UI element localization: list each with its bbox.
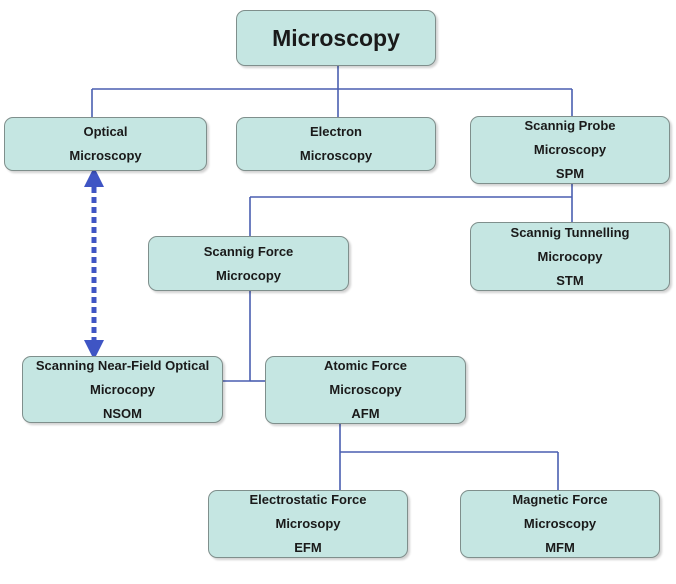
node-electron-line-2: Microscopy	[299, 148, 373, 163]
node-efm-line-2: Microsopy	[275, 516, 341, 531]
node-efm-line-3: EFM	[294, 540, 322, 555]
node-spm-line-2: Microscopy	[533, 142, 607, 157]
node-optical-line-1: Optical	[83, 124, 128, 139]
node-electron-microscopy: Electron Microscopy	[236, 117, 436, 171]
node-stm-line-2: Microcopy	[537, 248, 603, 264]
node-spm-line-3: SPM	[555, 166, 585, 181]
node-sfm-line-2: Microcopy	[215, 267, 281, 283]
node-efm-line-1: Electrostatic Force	[249, 492, 367, 507]
node-optical-line-2: Microscopy	[69, 148, 142, 163]
node-optical-microscopy: Optical Microscopy	[4, 117, 207, 171]
node-sfm-line-1: Scannig Force	[203, 243, 294, 259]
node-microscopy: Microscopy	[236, 10, 436, 66]
node-mfm-line-2: Microscopy	[523, 516, 597, 531]
node-afm-line-2: Microscopy	[329, 382, 402, 397]
node-mfm-line-1: Magnetic Force	[512, 492, 608, 507]
node-magnetic-force-microscopy: Magnetic Force Microscopy MFM	[460, 490, 660, 558]
node-nsom-line-2: Microcopy	[89, 381, 155, 397]
node-near-field-optical-microscopy: Scanning Near-Field Optical Microcopy NS…	[22, 356, 223, 423]
node-afm-line-1: Atomic Force	[323, 358, 408, 373]
node-stm-line-1: Scannig Tunnelling	[510, 224, 630, 240]
node-nsom-line-3: NSOM	[103, 405, 142, 421]
node-nsom-line-1: Scanning Near-Field Optical	[35, 357, 210, 373]
node-electron-line-1: Electron	[309, 124, 362, 139]
node-mfm-line-3: MFM	[545, 540, 575, 555]
node-scanning-force-microscopy: Scannig Force Microcopy	[148, 236, 349, 291]
node-atomic-force-microscopy: Atomic Force Microscopy AFM	[265, 356, 466, 424]
node-spm-line-1: Scannig Probe	[524, 118, 616, 133]
node-scanning-tunnelling-microscopy: Scannig Tunnelling Microcopy STM	[470, 222, 670, 291]
node-scanning-probe-microscopy: Scannig Probe Microscopy SPM	[470, 116, 670, 184]
node-afm-line-3: AFM	[351, 406, 380, 421]
node-microscopy-line-1: Microscopy	[272, 25, 400, 51]
node-electrostatic-force-microscopy: Electrostatic Force Microsopy EFM	[208, 490, 408, 558]
node-stm-line-3: STM	[556, 272, 584, 288]
